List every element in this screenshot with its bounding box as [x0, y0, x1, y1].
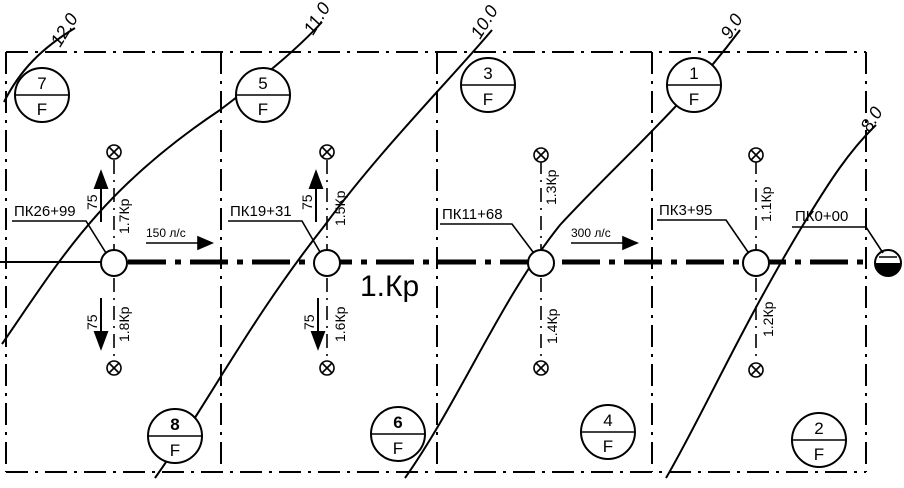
well-icon [100, 249, 128, 277]
drain-end-icon [748, 147, 764, 163]
section-number-6: 6 [393, 413, 402, 432]
section-number-7: 7 [37, 74, 46, 93]
branch-label-down-1: 1.8Кр [116, 306, 132, 342]
drain-end-icon [106, 144, 122, 160]
picket-label-1: ПК26+99 [14, 203, 76, 220]
picket-label-3: ПК11+68 [442, 206, 503, 223]
section-letter-7: F [37, 100, 47, 119]
contour-label-8: 8.0 [856, 103, 886, 135]
well-icon [313, 249, 341, 277]
arrow-right-icon [197, 235, 215, 251]
drain-end-icon [748, 362, 764, 378]
picket-label-4: ПК3+95 [659, 202, 712, 219]
section-letter-6: F [393, 439, 403, 458]
picket-leader-4 [657, 219, 749, 253]
contour-label-10: 10.0 [466, 2, 502, 42]
section-number-3: 3 [483, 64, 492, 83]
arrow-down-icon [310, 331, 326, 351]
well-icon [527, 249, 555, 277]
branch-label-up-1: 1.7Кр [116, 198, 132, 234]
contour-label-11: 11.0 [299, 0, 334, 38]
arrow-down-icon [93, 331, 109, 351]
arrow-up-icon [93, 169, 109, 189]
contour-line-8 [665, 124, 877, 479]
picket-label-2: ПК19+31 [230, 203, 292, 220]
well-icon [742, 249, 770, 277]
length-label-up-1: 75 [84, 194, 100, 210]
branch-label-down-2: 1.6Кр [332, 306, 348, 342]
arrow-right-icon [622, 235, 640, 251]
contour-label-9: 9.0 [716, 10, 746, 42]
flow-label-1: 150 л/с [146, 226, 186, 240]
drain-end-icon [319, 144, 335, 160]
drain-end-icon [106, 360, 122, 376]
drain-end-icon [319, 360, 335, 376]
length-label-up-2: 75 [299, 194, 315, 210]
picket-leader-3 [440, 223, 534, 253]
section-letter-4: F [603, 437, 613, 456]
drain-end-icon [533, 360, 549, 376]
branch-label-up-3: 1.3Кр [543, 169, 559, 205]
outlet-well-icon [874, 249, 902, 277]
section-number-5: 5 [258, 74, 267, 93]
length-label-down-1: 75 [84, 314, 100, 330]
section-number-8: 8 [170, 415, 179, 434]
collector-label: 1.Кр [360, 270, 419, 303]
section-number-2: 2 [814, 419, 823, 438]
arrow-up-icon [308, 169, 324, 189]
branch-label-up-2: 1.5Кр [332, 190, 348, 226]
contour-line-12 [3, 27, 76, 103]
branch-label-down-3: 1.4Кр [544, 308, 560, 344]
contour-line-10 [154, 29, 493, 479]
picket-leader-5 [792, 226, 884, 254]
section-letter-8: F [170, 441, 180, 460]
section-letter-5: F [258, 100, 268, 119]
drain-end-icon [533, 147, 549, 163]
section-letter-2: F [814, 445, 824, 464]
branch-label-up-4: 1.1Кр [758, 186, 774, 222]
section-letter-3: F [483, 90, 493, 109]
branch-label-down-4: 1.2Кр [760, 301, 776, 337]
picket-leader-2 [228, 220, 321, 253]
flow-label-2: 300 л/с [571, 226, 611, 240]
picket-leader-1 [12, 220, 107, 254]
section-number-1: 1 [689, 64, 698, 83]
length-label-down-2: 75 [301, 314, 317, 330]
picket-label-5: ПК0+00 [795, 208, 848, 225]
section-number-4: 4 [603, 411, 612, 430]
section-letter-1: F [689, 90, 699, 109]
contour-line-11 [1, 21, 323, 345]
